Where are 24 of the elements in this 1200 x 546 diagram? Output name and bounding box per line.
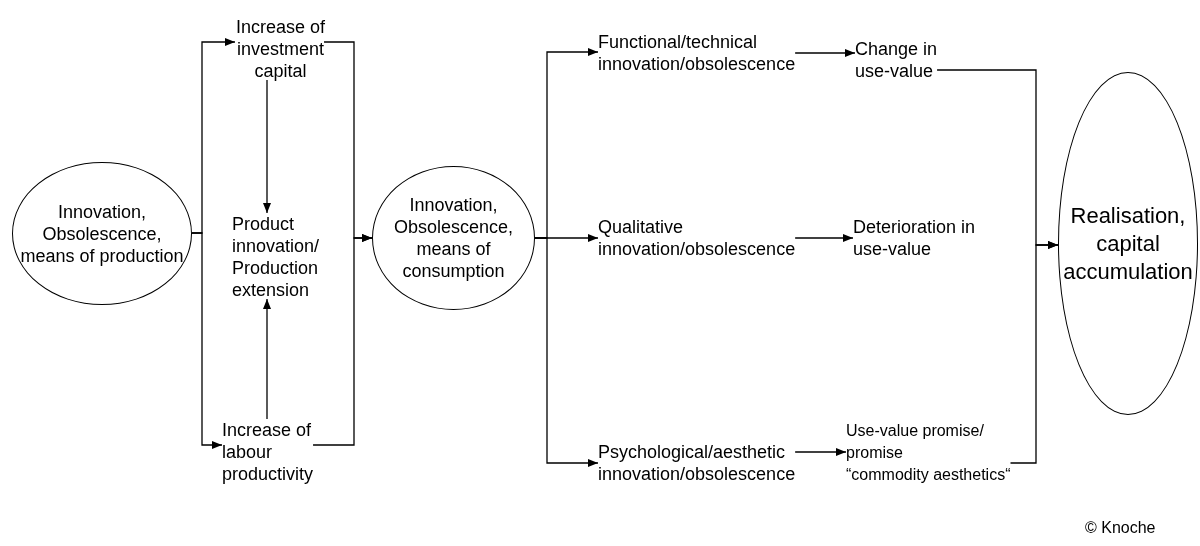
node-text: Innovation, Obsolescence, means of consumption [392, 194, 515, 282]
arrow [312, 234, 373, 446]
node-text: Product innovation/ Production extension [232, 213, 321, 301]
arrow [794, 49, 856, 57]
arrow [794, 234, 854, 242]
node-text: Change in use-value [855, 38, 939, 82]
node-text: Innovation, Obsolescence, means of production [19, 200, 185, 267]
node-text: Psychological/aesthetic innovation/obsolescence [598, 441, 797, 485]
node-text: “commodity aesthetics“ [846, 465, 1012, 485]
node-text: Use-value promise/ promise [846, 421, 985, 463]
node-text: Functional/technical innovation/obsolescence [598, 31, 797, 75]
arrow [1009, 241, 1059, 464]
copyright-note: © Knoche [1085, 518, 1156, 538]
arrow [534, 237, 599, 467]
arrow [191, 232, 223, 449]
arrow [263, 298, 271, 420]
node-text: Realisation, capital accumulation [1062, 201, 1194, 286]
arrow [794, 448, 847, 456]
arrow [263, 79, 271, 214]
ellipse-node [12, 162, 192, 305]
node-text: Qualitative innovation/obsolescence [598, 216, 797, 260]
node-text: Increase of labour productivity [222, 419, 315, 485]
node-text: Deterioration in use-value [853, 216, 977, 260]
node-text: Increase of investment capital [234, 16, 326, 82]
